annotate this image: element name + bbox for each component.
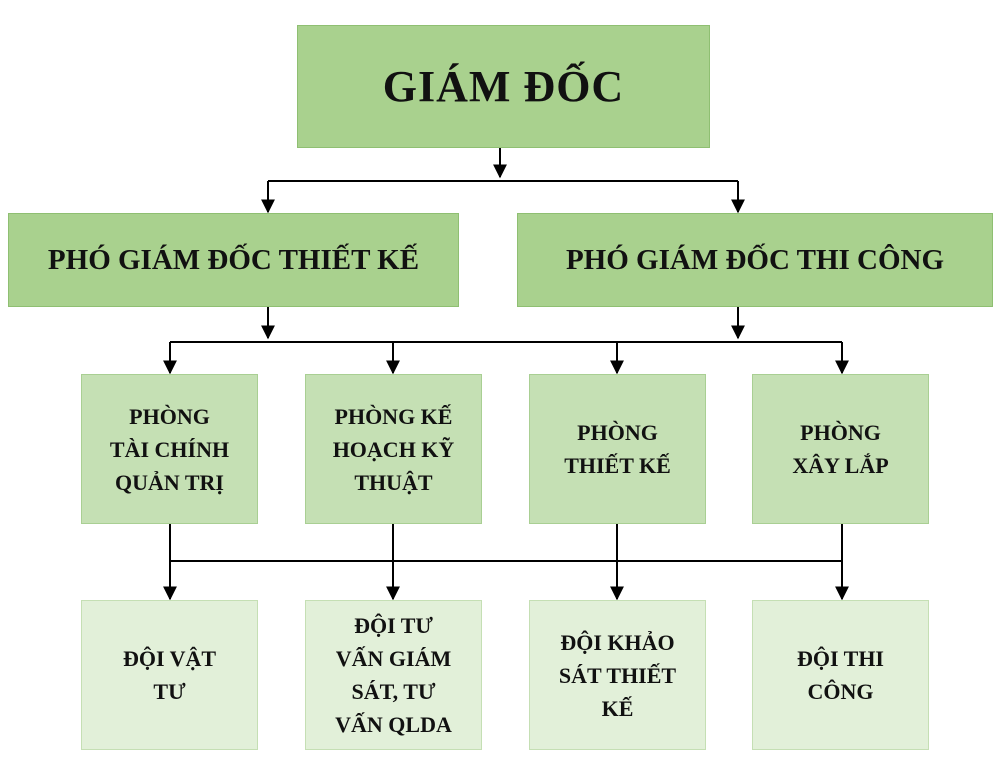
department-construction-box: PHÒNG XÂY LẮP xyxy=(752,374,929,524)
team-supervision-line-1: ĐỘI TƯ xyxy=(354,613,433,638)
team-supervision-line-4: VẤN QLDA xyxy=(335,712,452,737)
department-finance-line-1: PHÒNG xyxy=(129,403,210,429)
department-planning-line-1: PHÒNG KẾ xyxy=(334,403,453,429)
department-construction-line-2: XÂY LẮP xyxy=(792,453,889,478)
team-supervision-line-2: VẤN GIÁM xyxy=(335,646,452,671)
department-finance-line-2: TÀI CHÍNH xyxy=(109,436,230,462)
team-survey-box: ĐỘI KHẢO SÁT THIẾT KẾ xyxy=(529,600,706,750)
team-construction-line-2: CÔNG xyxy=(807,679,874,704)
director-label: GIÁM ĐỐC xyxy=(382,62,625,111)
team-survey-label: ĐỘI KHẢO SÁT THIẾT KẾ xyxy=(559,626,676,725)
department-design-line-2: THIẾT KẾ xyxy=(564,453,671,478)
department-finance-label: PHÒNG TÀI CHÍNH QUẢN TRỊ xyxy=(110,400,229,499)
department-planning-box: PHÒNG KẾ HOẠCH KỸ THUẬT xyxy=(305,374,482,524)
deputy-construction-box: PHÓ GIÁM ĐỐC THI CÔNG xyxy=(517,213,993,307)
department-planning-line-3: THUẬT xyxy=(354,469,433,495)
deputy-construction-label: PHÓ GIÁM ĐỐC THI CÔNG xyxy=(565,243,945,276)
team-construction-label: ĐỘI THI CÔNG xyxy=(797,642,884,708)
department-finance-box: PHÒNG TÀI CHÍNH QUẢN TRỊ xyxy=(81,374,258,524)
team-supervision-line-3: SÁT, TƯ xyxy=(351,679,436,704)
department-planning-line-2: HOẠCH KỸ xyxy=(332,436,455,462)
team-survey-line-3: KẾ xyxy=(601,695,634,721)
team-supervision-label: ĐỘI TƯ VẤN GIÁM SÁT, TƯ VẤN QLDA xyxy=(335,609,452,741)
team-supervision-box: ĐỘI TƯ VẤN GIÁM SÁT, TƯ VẤN QLDA xyxy=(305,600,482,750)
department-construction-line-1: PHÒNG xyxy=(800,420,881,445)
team-survey-line-2: SÁT THIẾT xyxy=(558,662,677,688)
deputy-design-label: PHÓ GIÁM ĐỐC THIẾT KẾ xyxy=(47,243,420,276)
team-materials-line-2: TƯ xyxy=(153,679,186,704)
department-construction-label: PHÒNG XÂY LẮP xyxy=(792,416,888,482)
director-box: GIÁM ĐỐC xyxy=(297,25,710,148)
team-materials-label: ĐỘI VẬT TƯ xyxy=(123,642,216,708)
department-planning-label: PHÒNG KẾ HOẠCH KỸ THUẬT xyxy=(333,400,455,499)
team-construction-box: ĐỘI THI CÔNG xyxy=(752,600,929,750)
team-materials-line-1: ĐỘI VẬT xyxy=(122,646,217,671)
department-design-line-1: PHÒNG xyxy=(577,420,658,445)
team-construction-line-1: ĐỘI THI xyxy=(796,646,884,671)
department-design-label: PHÒNG THIẾT KẾ xyxy=(564,416,671,482)
department-finance-line-3: QUẢN TRỊ xyxy=(114,469,224,495)
department-design-box: PHÒNG THIẾT KẾ xyxy=(529,374,706,524)
team-materials-box: ĐỘI VẬT TƯ xyxy=(81,600,258,750)
deputy-design-box: PHÓ GIÁM ĐỐC THIẾT KẾ xyxy=(8,213,459,307)
team-survey-line-1: ĐỘI KHẢO xyxy=(560,629,675,655)
